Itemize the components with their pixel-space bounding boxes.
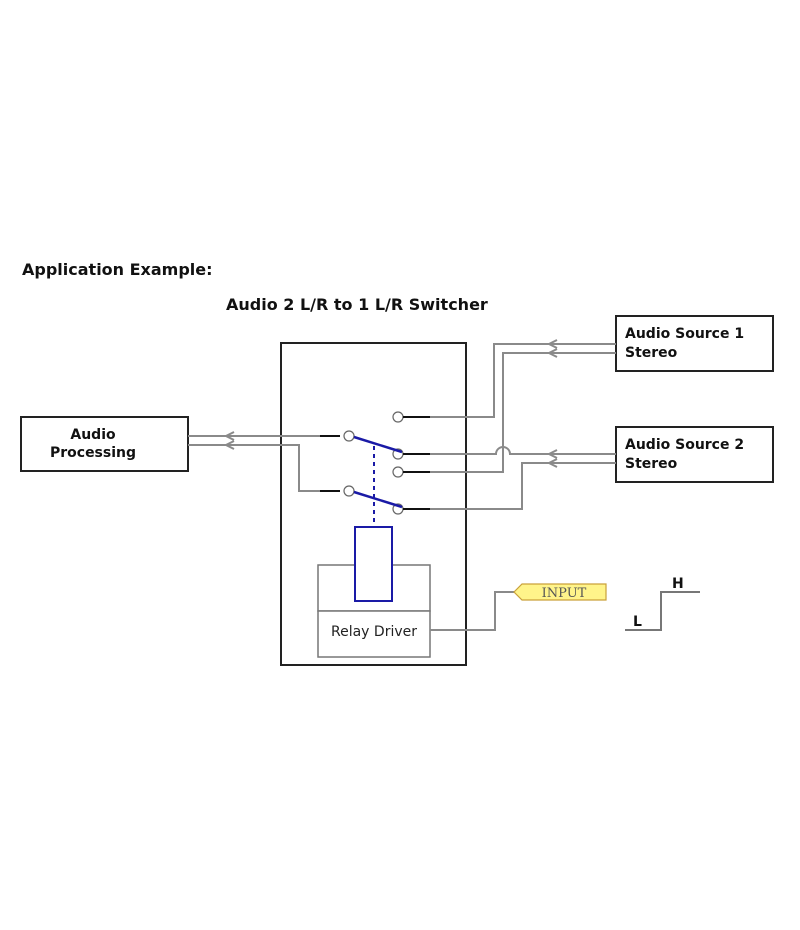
- logic-level-indicator: L H: [625, 576, 700, 631]
- armature-left: [353, 435, 403, 454]
- arrow-left-channel-icon: [223, 431, 235, 441]
- wire-common-right: [188, 444, 320, 492]
- contact-source1-right: [392, 466, 404, 478]
- wire-source1-right: [430, 352, 616, 473]
- arrow-source2-right-icon: [546, 458, 558, 468]
- audio-source-2-label-1: Audio Source 2: [625, 437, 744, 453]
- arrow-right-channel-icon: [223, 440, 235, 450]
- armature-right: [353, 490, 403, 509]
- audio-processing-label-1: Audio: [70, 427, 116, 443]
- arrow-source1-left-icon: [546, 339, 558, 349]
- relay-coil: [354, 526, 393, 602]
- logic-low-label: L: [633, 614, 642, 630]
- audio-source-1-label-1: Audio Source 1: [625, 326, 744, 342]
- relay-driver-label: Relay Driver: [331, 624, 417, 640]
- logic-step-line: [625, 591, 700, 631]
- contact-common-left: [343, 430, 355, 442]
- contact-source1-left: [392, 411, 404, 423]
- input-tag: INPUT: [513, 583, 607, 601]
- arrow-source1-right-icon: [546, 348, 558, 358]
- application-example-heading: Application Example:: [22, 260, 213, 279]
- audio-processing-label-2: Processing: [50, 445, 136, 461]
- logic-high-label: H: [672, 576, 684, 592]
- input-tag-label: INPUT: [542, 586, 587, 601]
- wire-source2-right: [430, 462, 616, 510]
- audio-source-1-block: Audio Source 1 Stereo: [615, 315, 774, 372]
- audio-source-1-label-2: Stereo: [625, 345, 678, 361]
- audio-source-2-block: Audio Source 2 Stereo: [615, 426, 774, 483]
- contact-common-right: [343, 485, 355, 497]
- wire-source1-left: [430, 343, 616, 418]
- audio-source-2-label-2: Stereo: [625, 456, 678, 472]
- audio-processing-block: Audio Processing: [20, 416, 189, 472]
- wire-input: [430, 591, 515, 631]
- diagram-title: Audio 2 L/R to 1 L/R Switcher: [226, 295, 488, 314]
- arrow-source2-left-icon: [546, 449, 558, 459]
- wire-source2-left: [430, 446, 616, 455]
